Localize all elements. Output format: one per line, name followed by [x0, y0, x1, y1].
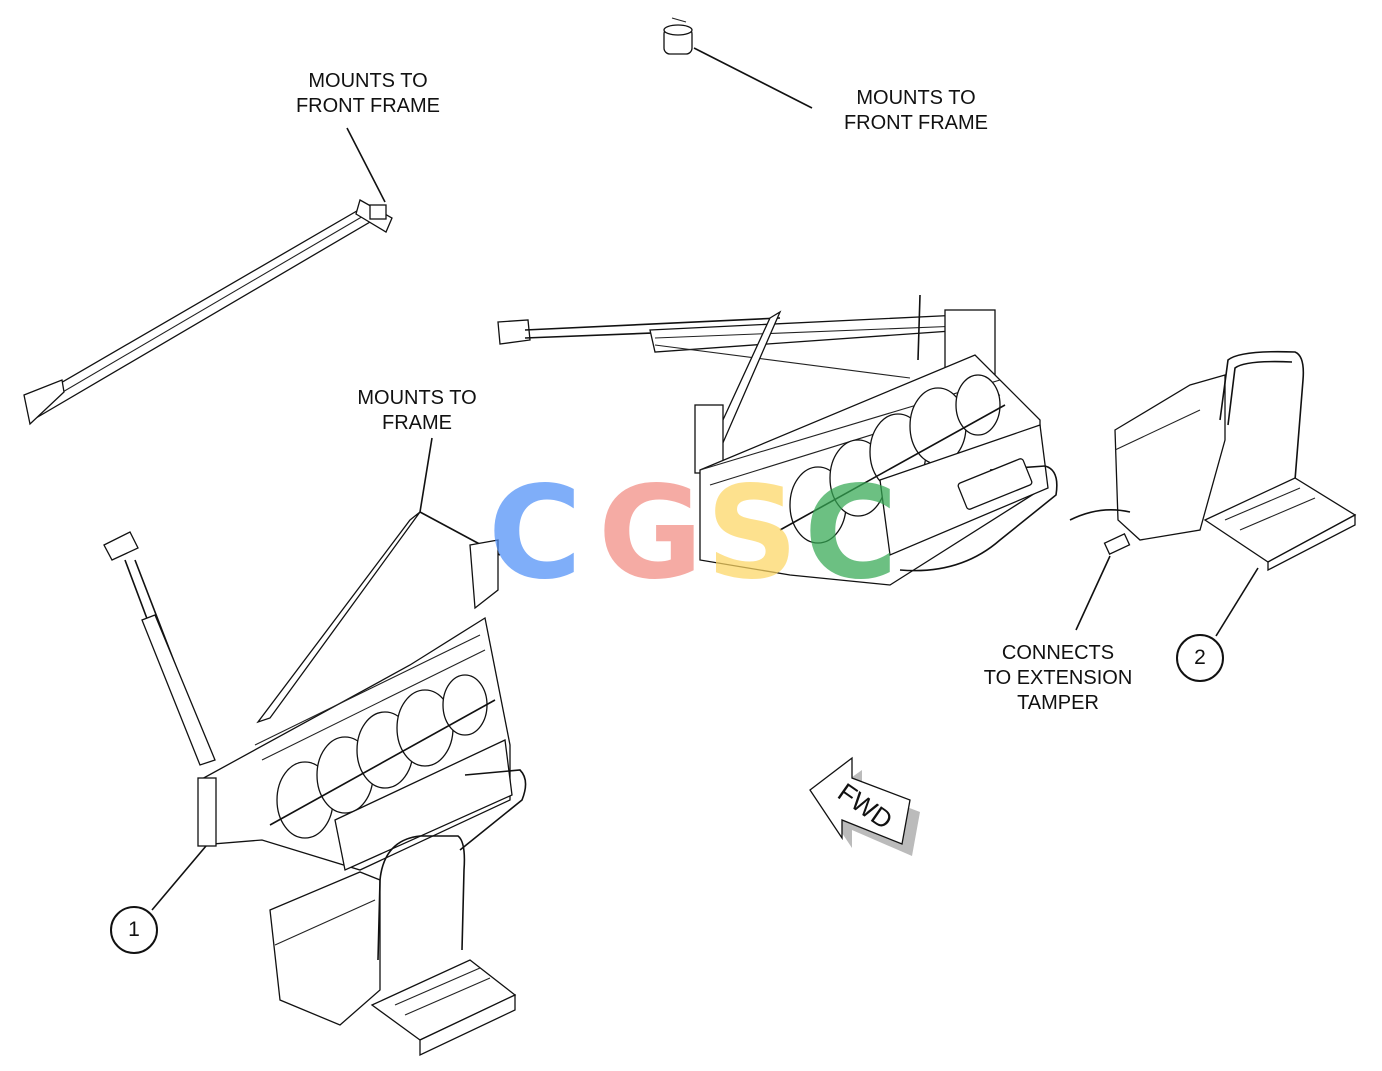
watermark-letter-1: C: [488, 459, 582, 608]
tamper-drive-box: [1069, 350, 1357, 637]
leader-line: [693, 47, 813, 109]
forward-arrow-icon: [809, 756, 920, 856]
leader-line: [1075, 555, 1111, 631]
leader-line: [1215, 567, 1259, 637]
watermark-letter-3: S: [706, 459, 799, 608]
leader-line: [419, 437, 433, 513]
extension-assembly-left: [103, 437, 527, 1057]
callout-2: 2: [1176, 634, 1224, 682]
callout-1: 1: [110, 906, 158, 954]
leader-line: [346, 127, 386, 203]
watermark-letter-2: G: [598, 459, 704, 608]
label-mounts-to-front-frame-left: MOUNTS TO FRONT FRAME: [295, 70, 441, 117]
label-mounts-to-frame: MOUNTS TO FRAME: [357, 387, 477, 434]
front-frame-strut-left: [23, 127, 393, 426]
label-connects-to-extension-tamper: CONNECTS TO EXTENSION TAMPER: [983, 642, 1133, 714]
extension-assembly-right: [497, 294, 1058, 586]
leader-line: [151, 845, 207, 911]
front-frame-mount-bracket: [663, 17, 813, 109]
watermark-letter-4: C: [804, 459, 898, 608]
label-mounts-to-front-frame-right: MOUNTS TO FRONT FRAME: [843, 87, 989, 134]
